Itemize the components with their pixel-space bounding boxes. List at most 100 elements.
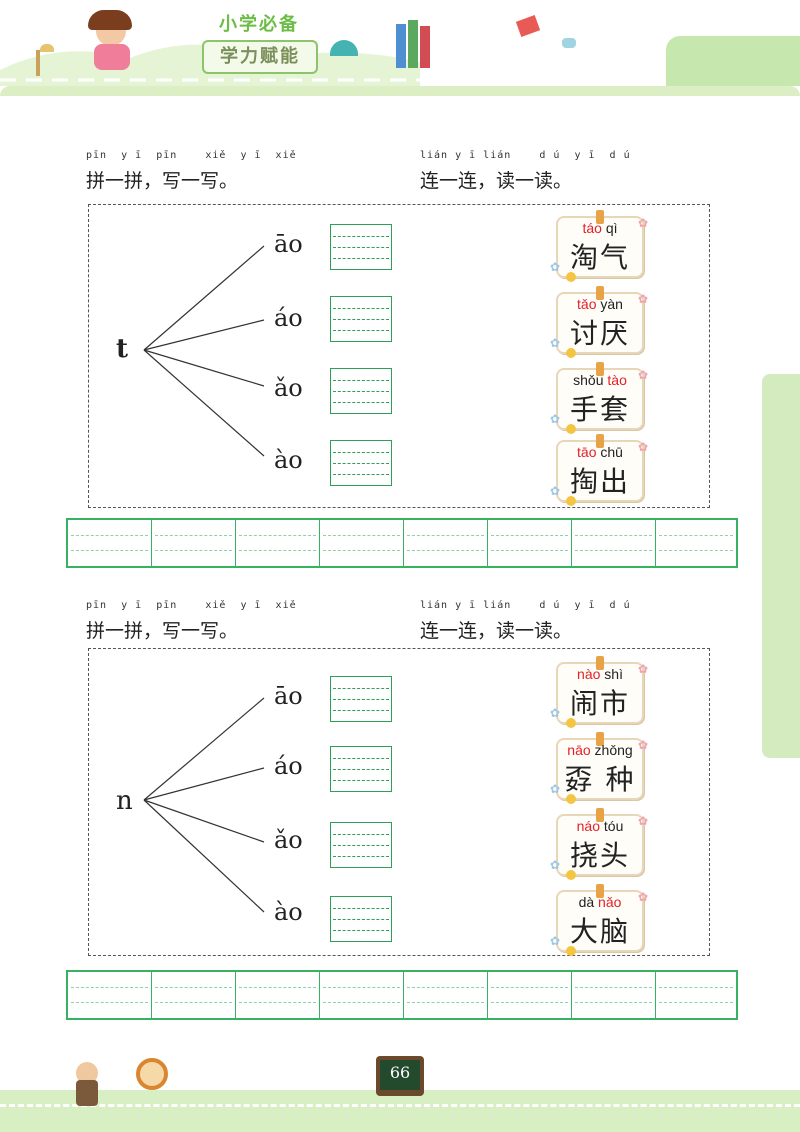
card-pinyin: shǒu tào	[573, 372, 627, 388]
word-card[interactable]: tāo chū 掏出 ✿ ✿	[550, 434, 648, 506]
plant-icon	[330, 40, 358, 56]
answer-box-4[interactable]	[330, 896, 392, 942]
answer-box-3[interactable]	[330, 368, 392, 414]
dot-icon	[566, 794, 576, 804]
dot-icon	[566, 946, 576, 956]
pin-icon	[596, 434, 604, 448]
footer-band	[0, 1090, 800, 1132]
card-pinyin: táo qì	[582, 220, 618, 236]
card-word: 讨厌	[569, 317, 630, 350]
card-word: 大脑	[569, 915, 630, 948]
pin-icon	[596, 808, 604, 822]
final-2: áo	[274, 752, 303, 780]
exercise-box	[88, 648, 710, 956]
dot-icon	[566, 870, 576, 880]
card-word: 手套	[569, 393, 630, 426]
left-instruction: 拼一拼，写一写。	[86, 620, 239, 642]
flower-icon: ✿	[550, 858, 561, 872]
answer-box-2[interactable]	[330, 746, 392, 792]
brand-title-line2: 学力赋能	[202, 40, 318, 74]
flower-icon: ✿	[550, 260, 561, 274]
word-card[interactable]: táo qì 淘气 ✿ ✿	[550, 210, 648, 282]
left-instruction: 拼一拼，写一写。	[86, 170, 239, 192]
initial-consonant: n	[116, 786, 133, 816]
card-word: 闹市	[569, 687, 630, 720]
final-3: ǎo	[274, 374, 303, 402]
brand-title-line1: 小学必备	[219, 14, 299, 35]
word-card[interactable]: nāo zhǒng 孬 种 ✿ ✿	[550, 732, 648, 804]
pin-icon	[596, 362, 604, 376]
answer-box-2[interactable]	[330, 296, 392, 342]
side-band	[762, 374, 800, 758]
pin-icon	[596, 884, 604, 898]
star-icon: ✿	[637, 216, 648, 230]
flower-icon: ✿	[550, 484, 561, 498]
answer-box-1[interactable]	[330, 676, 392, 722]
footer-road-line	[0, 1104, 800, 1107]
left-instruction-pinyin: pīn y ī pīn xiě y ī xiě	[86, 600, 297, 611]
word-card[interactable]: nào shì 闹市 ✿✿	[550, 656, 648, 728]
header-right-tab	[666, 36, 800, 86]
page-frame-top	[0, 86, 800, 96]
dot-icon	[566, 718, 576, 728]
archer-icon	[76, 1062, 98, 1084]
star-icon: ✿	[637, 890, 648, 904]
lamp-shade-icon	[40, 44, 54, 52]
card-word: 挠头	[569, 839, 630, 872]
final-4: ào	[274, 898, 303, 926]
card-pinyin: nào shì	[577, 666, 623, 682]
word-card[interactable]: dà nǎo 大脑 ✿✿	[550, 884, 648, 956]
book-green-icon	[408, 20, 418, 68]
flower-icon: ✿	[550, 412, 561, 426]
dot-icon	[566, 272, 576, 282]
target-icon	[136, 1058, 168, 1090]
connection-lines	[143, 245, 265, 457]
card-word: 淘气	[569, 241, 630, 274]
left-instruction-pinyin: pīn y ī pīn xiě y ī xiě	[86, 150, 297, 161]
star-icon: ✿	[637, 440, 648, 454]
word-card[interactable]: shǒu tào 手套 ✿ ✿	[550, 362, 648, 434]
book-red-icon	[420, 26, 430, 68]
answer-box-4[interactable]	[330, 440, 392, 486]
book-blue-icon	[396, 24, 406, 68]
writing-grid[interactable]	[66, 970, 738, 1020]
card-pinyin: nāo zhǒng	[567, 742, 633, 758]
star-icon: ✿	[637, 292, 648, 306]
star-icon: ✿	[637, 738, 648, 752]
exercise-box	[88, 204, 710, 508]
dot-icon	[566, 424, 576, 434]
answer-box-1[interactable]	[330, 224, 392, 270]
page-number: 66	[389, 1063, 411, 1082]
final-1: āo	[274, 230, 303, 258]
final-1: āo	[274, 682, 303, 710]
girl-dress-icon	[94, 44, 130, 70]
word-card[interactable]: náo tóu 挠头 ✿✿	[550, 808, 648, 880]
lamp-icon	[36, 50, 40, 76]
card-word: 掏出	[569, 465, 630, 498]
archer-body-icon	[76, 1080, 98, 1106]
right-instruction: 连一连，读一读。	[420, 170, 573, 192]
card-pinyin: náo tóu	[576, 818, 624, 834]
dot-icon	[566, 348, 576, 358]
card-pinyin: dà nǎo	[578, 894, 622, 910]
word-card[interactable]: tǎo yàn 讨厌 ✿ ✿	[550, 286, 648, 358]
flower-icon: ✿	[550, 706, 561, 720]
girl-hair-icon	[88, 10, 132, 30]
page-number-board-inner	[380, 1060, 420, 1090]
flower-icon: ✿	[550, 782, 561, 796]
card-word: 孬 种	[564, 763, 636, 796]
right-instruction-pinyin: lián y ī lián d ú y ī d ú	[420, 150, 631, 161]
initial-consonant: t	[116, 334, 129, 364]
writing-grid[interactable]	[66, 518, 738, 568]
flower-icon: ✿	[550, 336, 561, 350]
card-pinyin: tāo chū	[577, 444, 623, 460]
answer-box-3[interactable]	[330, 822, 392, 868]
star-icon: ✿	[637, 368, 648, 382]
pin-icon	[596, 656, 604, 670]
card-pinyin: tǎo yàn	[577, 296, 623, 312]
page-header: 小学必备 学力赋能	[0, 0, 800, 96]
connection-lines	[143, 697, 265, 913]
dot-icon	[566, 496, 576, 506]
pin-icon	[596, 732, 604, 746]
pin-icon	[596, 210, 604, 224]
